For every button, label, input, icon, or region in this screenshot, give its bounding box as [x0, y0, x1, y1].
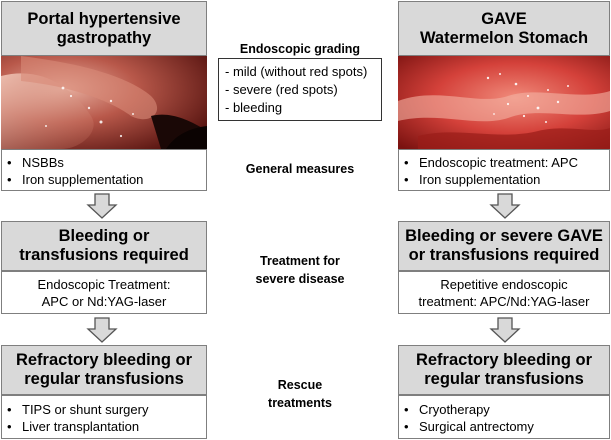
left-severe-line-1: Bleeding or — [58, 227, 150, 245]
right-refractory-box: Refractory bleeding or regular transfusi… — [398, 345, 610, 395]
right-endoscopy-photo — [398, 56, 610, 149]
general-measures-text: General measures — [245, 162, 355, 176]
left-refractory-box: Refractory bleeding or regular transfusi… — [1, 345, 207, 395]
right-title-line-1: GAVE — [481, 9, 527, 28]
left-title-line-2: gastropathy — [56, 28, 152, 47]
right-severe-line-2: or transfusions required — [408, 246, 600, 264]
left-treatment-box: Endoscopic Treatment: APC or Nd:YAG-lase… — [1, 271, 207, 314]
left-rescue-item: TIPS or shunt surgery — [2, 401, 206, 418]
right-treatment-line-1: Repetitive endoscopic — [440, 276, 568, 292]
left-endoscopy-photo — [1, 56, 207, 149]
phg-photo-image — [1, 56, 207, 149]
grading-item: - severe (red spots) — [225, 82, 338, 97]
general-measures-label: General measures — [215, 160, 385, 178]
grading-item: - mild (without red spots) — [225, 64, 368, 79]
right-refractory-line-1: Refractory bleeding or — [415, 351, 593, 369]
right-general-measures-box: Endoscopic treatment: APC Iron supplemen… — [398, 149, 610, 191]
right-treatment-box: Repetitive endoscopic treatment: APC/Nd:… — [398, 271, 610, 314]
left-general-measures-box: NSBBs Iron supplementation — [1, 149, 207, 191]
right-treatment-line-2: treatment: APC/Nd:YAG-laser — [418, 293, 590, 309]
rescue-label-line-2: treatments — [268, 396, 332, 410]
left-title-line-1: Portal hypertensive — [27, 9, 181, 28]
left-severe-box: Bleeding or transfusions required — [1, 221, 207, 271]
left-severe-line-2: transfusions required — [19, 246, 189, 264]
left-treatment-line-2: APC or Nd:YAG-laser — [41, 293, 167, 309]
right-general-item: Iron supplementation — [399, 171, 609, 188]
right-general-item: Endoscopic treatment: APC — [399, 154, 609, 171]
left-general-list: NSBBs Iron supplementation — [2, 154, 206, 188]
severe-disease-label: Treatment for severe disease — [215, 252, 385, 288]
left-rescue-list: TIPS or shunt surgery Liver transplantat… — [2, 401, 206, 435]
severe-label-line-1: Treatment for — [260, 254, 340, 268]
right-rescue-box: Cryotherapy Surgical antrectomy — [398, 395, 610, 439]
left-refractory-line-2: regular transfusions — [24, 370, 184, 388]
right-title-box: GAVE Watermelon Stomach — [398, 1, 610, 56]
right-title-line-2: Watermelon Stomach — [419, 28, 589, 47]
left-general-item: Iron supplementation — [2, 171, 206, 188]
right-general-list: Endoscopic treatment: APC Iron supplemen… — [399, 154, 609, 188]
right-rescue-item: Cryotherapy — [399, 401, 609, 418]
right-rescue-list: Cryotherapy Surgical antrectomy — [399, 401, 609, 435]
grading-title-text: Endoscopic grading — [239, 42, 361, 56]
left-title-box: Portal hypertensive gastropathy — [1, 1, 207, 56]
left-down-arrow-1 — [86, 193, 118, 219]
right-severe-line-1: Bleeding or severe GAVE — [405, 227, 603, 245]
left-rescue-item: Liver transplantation — [2, 418, 206, 435]
left-down-arrow-2 — [86, 317, 118, 343]
gave-photo-image — [398, 56, 610, 149]
rescue-label: Rescue treatments — [215, 376, 385, 412]
left-general-item: NSBBs — [2, 154, 206, 171]
right-rescue-item: Surgical antrectomy — [399, 418, 609, 435]
right-down-arrow-1 — [489, 193, 521, 219]
grading-title: Endoscopic grading — [215, 40, 385, 58]
right-severe-box: Bleeding or severe GAVE or transfusions … — [398, 221, 610, 271]
severe-label-line-2: severe disease — [255, 272, 345, 286]
left-treatment-line-1: Endoscopic Treatment: — [37, 276, 171, 292]
left-refractory-line-1: Refractory bleeding or — [15, 351, 193, 369]
grading-box: - mild (without red spots) - severe (red… — [218, 58, 382, 121]
grading-item: - bleeding — [225, 100, 283, 115]
right-down-arrow-2 — [489, 317, 521, 343]
rescue-label-line-1: Rescue — [277, 378, 323, 392]
right-refractory-line-2: regular transfusions — [424, 370, 584, 388]
left-rescue-box: TIPS or shunt surgery Liver transplantat… — [1, 395, 207, 439]
